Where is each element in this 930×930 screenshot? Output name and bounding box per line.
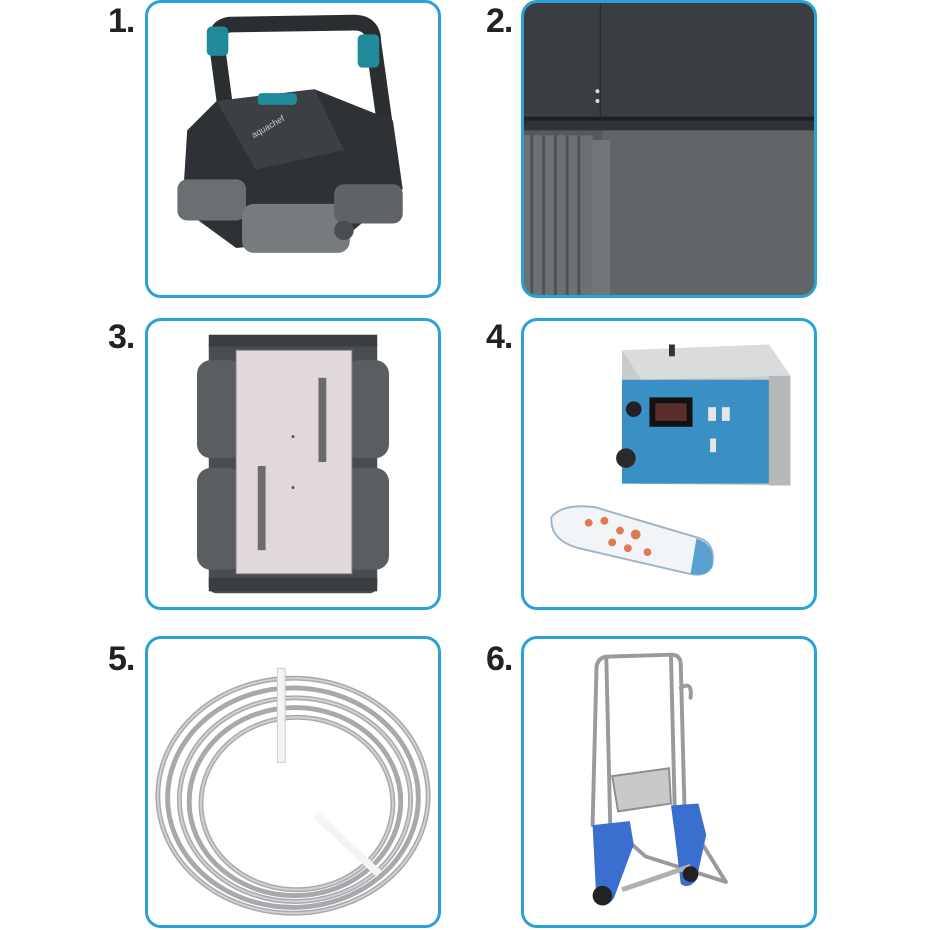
tile-detail-closeup[interactable]	[521, 0, 817, 298]
robot-cleaner-image: aquachef	[177, 14, 403, 253]
tile-number-3: 3.	[108, 318, 135, 356]
tile-transport-trolley[interactable]	[521, 636, 817, 928]
tile-number-5: 5.	[108, 640, 135, 678]
tile-number-2: 2.	[486, 2, 513, 40]
trolley-image	[590, 652, 728, 906]
tile-robot-underside[interactable]	[145, 318, 441, 610]
robot-underside-image	[197, 334, 389, 594]
tile-floating-cable[interactable]	[145, 636, 441, 928]
tile-robot-cleaner[interactable]: aquachef	[145, 0, 441, 298]
tile-number-1: 1.	[108, 2, 135, 40]
tile-power-supply-and-remote[interactable]	[521, 318, 817, 610]
cable-coil-image	[155, 667, 431, 916]
detail-closeup-image	[524, 3, 814, 295]
power-supply-image	[550, 344, 791, 576]
tile-number-6: 6.	[486, 640, 513, 678]
remote-control	[550, 505, 714, 576]
tile-number-4: 4.	[486, 318, 513, 356]
